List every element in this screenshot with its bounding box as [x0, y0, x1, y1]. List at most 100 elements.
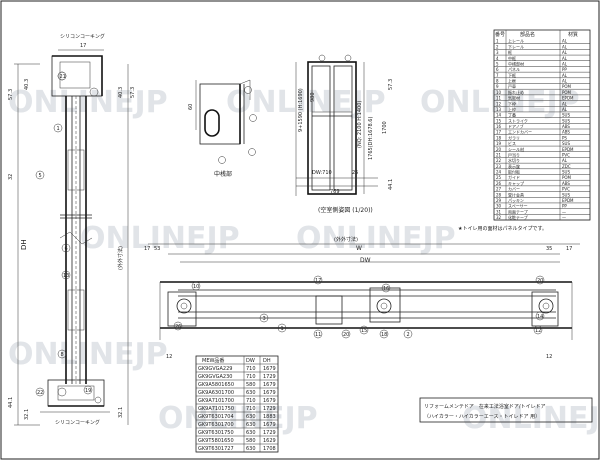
- model-table-cell: 630: [246, 422, 256, 428]
- model-table-cell: GK9A7101700: [198, 398, 234, 404]
- title-block: リフォームメンテドア 在来工法浴室ドア/トイレドア （ハイカラー・ハイカラーエー…: [419, 397, 593, 423]
- parts-table-cell: AL: [562, 61, 568, 66]
- toilet-note: ★トイレ用の面材はパネルタイプです。: [458, 225, 547, 232]
- watermark-layer: ONLINEJP ONLINEJP ONLINEJP ONLINEJP ONLI…: [8, 85, 600, 436]
- parts-table-cell: PVC: [562, 187, 570, 192]
- callout-bubble: [35, 170, 45, 180]
- parts-table-cell: POM: [562, 84, 572, 89]
- silicone-top-label: シリコンコーキング: [60, 33, 105, 40]
- model-table-cell: GK9T6301727: [198, 446, 234, 452]
- parts-table-cell: 水切り: [508, 157, 520, 163]
- parts-table-cell: 8: [496, 79, 499, 84]
- callout-number: 3: [263, 316, 266, 322]
- parts-table-cell: AL: [562, 73, 568, 78]
- parts-table-cell: 7: [496, 73, 499, 78]
- dim-17-left: 17: [144, 246, 150, 252]
- parts-table-cell: ビス: [508, 140, 516, 146]
- watermark-text: ONLINEJP: [8, 85, 168, 120]
- watermark-text: ONLINEJP: [462, 401, 600, 436]
- callout-number: 10: [193, 284, 199, 290]
- callout-number: 26: [175, 324, 181, 330]
- watermark-text: ONLINEJP: [296, 221, 456, 256]
- parts-table-cell: 丁番: [508, 112, 516, 118]
- parts-table-cell: ガイド: [508, 174, 520, 180]
- dim-32-1-right: 32.1: [118, 407, 124, 418]
- model-table-cell: 710: [246, 374, 256, 380]
- parts-table-cell: 5: [496, 61, 499, 66]
- parts-table-cell: 上レール: [508, 38, 524, 44]
- parts-table-cell: 下枠: [508, 100, 516, 106]
- watermark-text: ONLINEJP: [420, 85, 580, 120]
- parts-table-cell: 16: [496, 124, 502, 129]
- parts-table-cell: 化粧テープ: [508, 214, 528, 220]
- model-table-cell: GK9A6301700: [198, 390, 234, 396]
- callout-number: 6: [65, 246, 68, 252]
- model-table-cell: 710: [246, 366, 256, 372]
- callout-number: 20: [343, 332, 349, 338]
- parts-table-cell: SUS: [562, 170, 570, 175]
- inner-dim-label: (外外寸法): [334, 236, 358, 243]
- model-table-cell: GK9T5801650: [198, 438, 234, 444]
- parts-table-cell: 24: [496, 170, 502, 175]
- dim-32-1: 32.1: [24, 409, 30, 420]
- parts-table-cell: 15: [496, 118, 502, 123]
- model-table-cell: 710: [246, 406, 256, 412]
- model-table-cell: 1883: [263, 414, 276, 420]
- dim-40-3-right: 40.3: [118, 87, 124, 98]
- model-table-cell: 1679: [263, 398, 276, 404]
- callout-number: 19: [85, 388, 91, 394]
- parts-table-cell: 30: [496, 204, 502, 209]
- dim-12-left: 12: [166, 354, 172, 360]
- silicone-bottom-label: シリコンコーキング: [55, 419, 100, 426]
- dim-25: 25: [352, 170, 358, 176]
- parts-table-cell: ストライク: [508, 117, 528, 123]
- model-table-cell: GK9A5801650: [198, 382, 234, 388]
- parts-table-cell: POM: [562, 175, 572, 180]
- parts-table-cell: ガラリ: [508, 134, 520, 140]
- parts-table-cell: 戸当り: [508, 151, 520, 157]
- parts-table-cell: 23: [496, 164, 502, 169]
- parts-table-cell: ZDC: [562, 164, 571, 169]
- horizontal-section-view: (外外寸法) 17 53 W 35 17 DW 1: [144, 236, 580, 360]
- parts-table-cell: 上框: [508, 78, 516, 84]
- parts-table-cell: 受け金具: [508, 191, 524, 197]
- dim-769: 769: [330, 189, 340, 195]
- model-table-cell: GK9T6301704: [198, 414, 234, 420]
- parts-table-cell: —: [562, 209, 566, 214]
- dim-980: 980: [310, 92, 316, 102]
- parts-table-cell: 表示錠: [508, 163, 520, 169]
- dim-1700: 1700: [382, 121, 388, 134]
- model-table-header: MEW品番: [202, 357, 224, 364]
- dim-32: 32: [8, 174, 14, 180]
- parts-table-cell: 21: [496, 152, 502, 157]
- parts-table-cell: 11: [496, 96, 502, 101]
- parts-table-cell: ABS: [562, 130, 570, 135]
- model-table-cell: 630: [246, 414, 256, 420]
- callout-number: 1: [57, 126, 60, 132]
- parts-table-cell: PVC: [562, 152, 570, 157]
- model-table-cell: 630: [246, 446, 256, 452]
- parts-table-cell: 振れ止め: [508, 89, 524, 95]
- parts-table-cell: ABS: [562, 181, 570, 186]
- parts-table-cell: 戸車: [508, 83, 516, 89]
- parts-table-cell: PP: [562, 67, 567, 72]
- parts-table-cell: EPDM: [562, 198, 574, 203]
- model-table-cell: 710: [246, 398, 256, 404]
- dim-DH: DH: [20, 239, 28, 250]
- parts-table-cell: EPDM: [562, 147, 574, 152]
- model-table-cell: 1729: [263, 406, 276, 412]
- parts-table-cell: 17: [496, 130, 502, 135]
- dim-44-1-plan: 44.1: [388, 179, 394, 190]
- dim-57-3-right: 57.3: [130, 87, 136, 98]
- model-table-cell: GK9GVGA230: [198, 374, 232, 380]
- parts-table-cell: 28: [496, 192, 502, 197]
- dim-57-3-plan: 57.3: [388, 79, 394, 90]
- dim-dw710: DW:710: [312, 170, 332, 176]
- model-table-header: DH: [263, 358, 271, 364]
- parts-table-cell: AL: [562, 39, 568, 44]
- parts-table-cell: 20: [496, 147, 502, 152]
